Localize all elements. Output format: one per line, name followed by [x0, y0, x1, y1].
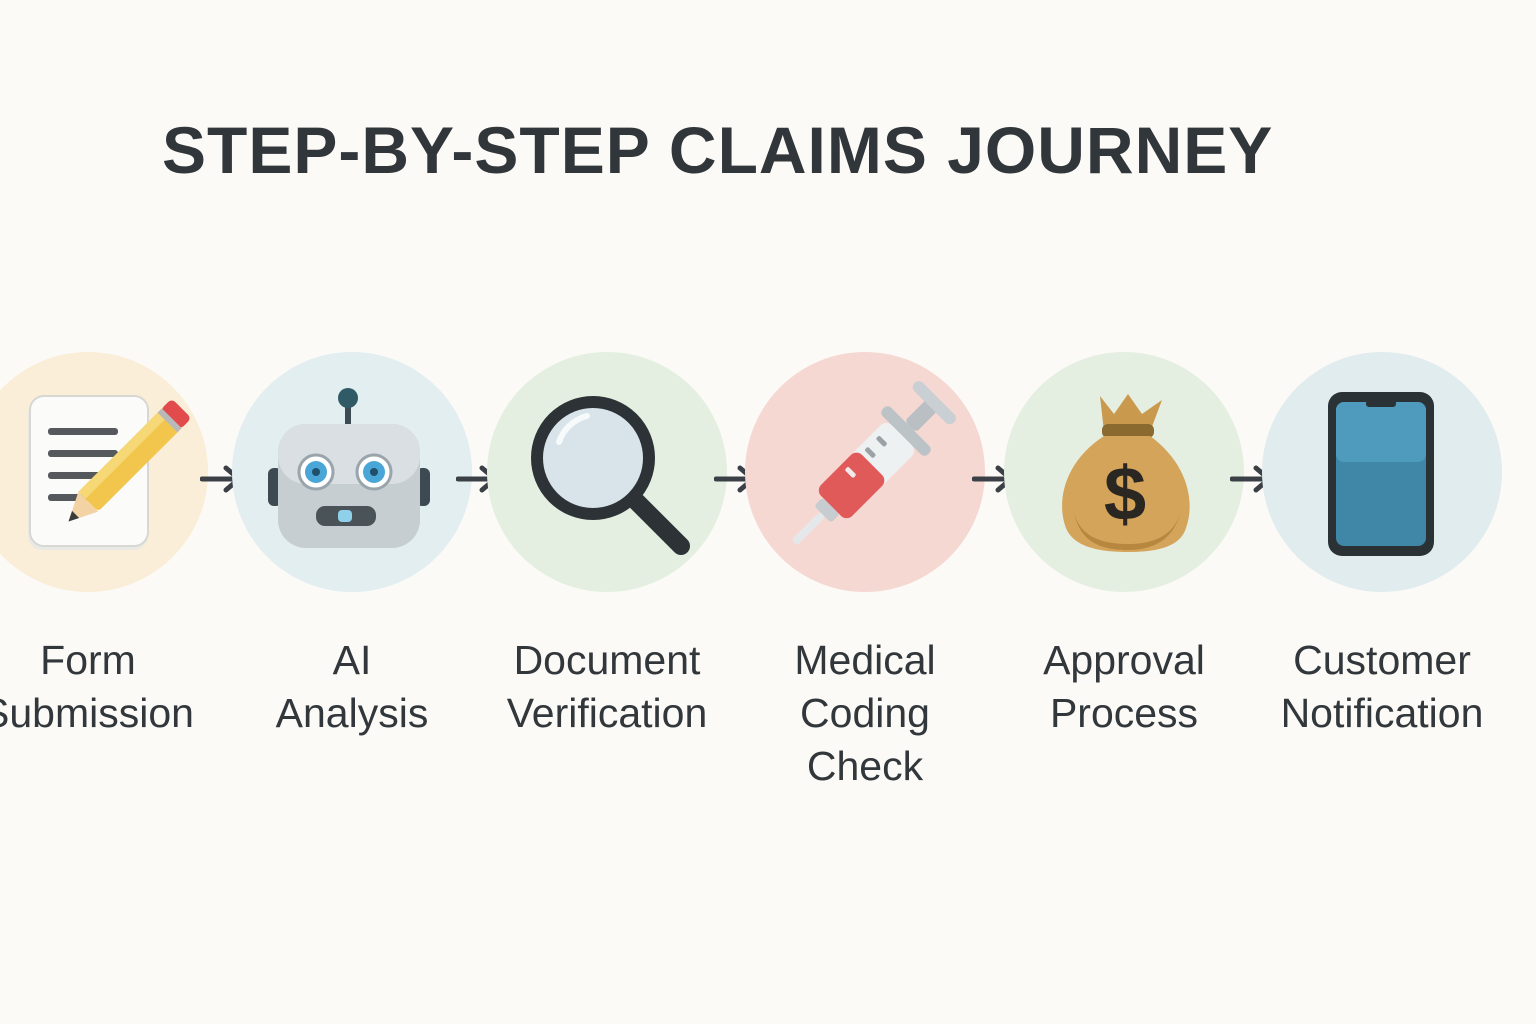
mobile-phone-icon [1328, 392, 1434, 556]
step-circle [232, 352, 472, 592]
step-label: Form Submission [0, 637, 194, 736]
diagram-title: STEP-BY-STEP CLAIMS JOURNEY [162, 113, 1274, 187]
step-customer-notification: Customer Notification [1262, 352, 1502, 736]
step-label: Approval Process [1043, 637, 1205, 736]
step-document-verification: Document Verification [487, 352, 727, 736]
robot-icon [268, 388, 430, 548]
step-circle [1262, 352, 1502, 592]
step-circle [745, 352, 985, 592]
step-label: Customer Notification [1280, 637, 1484, 736]
step-circle: $ [1004, 352, 1244, 592]
step-label: Medical Coding Check [794, 637, 936, 789]
step-medical-coding-check: Medical Coding Check [745, 352, 985, 789]
step-circle [0, 352, 208, 592]
step-form-submission: Form Submission [0, 352, 208, 736]
money-bag-icon: $ [1062, 394, 1190, 552]
svg-text:$: $ [1104, 452, 1146, 537]
memo-pencil-icon [28, 395, 190, 550]
syringe-icon [792, 381, 956, 545]
step-ai-analysis: AI Analysis [232, 352, 472, 736]
step-circle [487, 352, 727, 592]
magnifying-glass-icon [531, 396, 690, 555]
step-label: Document Verification [506, 637, 708, 736]
step-approval-process: $ Approval Process [1004, 352, 1244, 736]
step-label: AI Analysis [275, 637, 429, 736]
